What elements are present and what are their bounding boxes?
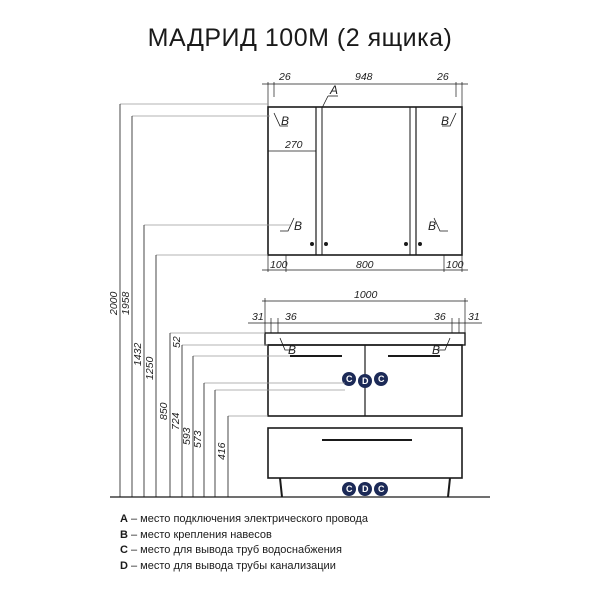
dim-mirror-width: 948 bbox=[355, 71, 373, 83]
dim-vanity-right-inner: 36 bbox=[434, 311, 446, 323]
dim-vanity-left-edge: 31 bbox=[252, 311, 264, 323]
legend-text: – место для вывода трубы канализации bbox=[127, 559, 336, 572]
page-title: МАДРИД 100М (2 ящика) bbox=[147, 24, 453, 52]
vanity-leg-right bbox=[447, 477, 451, 498]
pipe-c-label: C bbox=[378, 374, 385, 384]
dim-inner-door: 270 bbox=[284, 139, 303, 151]
pipe-c-marker bbox=[342, 482, 356, 496]
pipe-d-marker bbox=[358, 482, 372, 496]
legend-text: – место подключения электрического прово… bbox=[127, 513, 368, 525]
dim-mirror-left-margin: 26 bbox=[278, 71, 291, 83]
dim-height-850: 850 bbox=[158, 402, 170, 420]
legend-row: B – место крепления навесов bbox=[120, 528, 368, 544]
pipe-c-label: C bbox=[378, 484, 385, 494]
vanity-drawer bbox=[267, 427, 463, 479]
label-b-mirror-top-left: B bbox=[281, 114, 289, 128]
hinge-mark bbox=[310, 242, 314, 246]
pipe-d-marker bbox=[358, 374, 372, 388]
dim-vanity-width: 1000 bbox=[354, 289, 378, 301]
pipe-markers-floor bbox=[342, 482, 388, 496]
legend-text: – место крепления навесов bbox=[127, 528, 272, 541]
label-b-mirror-bottom-right: B bbox=[428, 219, 436, 233]
pipe-markers-upper bbox=[342, 372, 388, 388]
dim-mirror-bottom-right: 100 bbox=[446, 259, 464, 271]
dim-height-1250: 1250 bbox=[144, 356, 156, 380]
dim-height-2000: 2000 bbox=[108, 291, 120, 316]
hinge-mark bbox=[418, 242, 422, 246]
pipe-c-marker bbox=[374, 372, 388, 386]
pipe-c-marker bbox=[342, 372, 356, 386]
vanity-top-dimension bbox=[248, 298, 482, 333]
dim-height-1432: 1432 bbox=[132, 342, 144, 366]
legend-row: C – место для вывода труб водоснабжения bbox=[120, 543, 368, 559]
mirror-cabinet-outline bbox=[267, 106, 463, 256]
dim-height-52: 52 bbox=[171, 336, 183, 348]
b-markers-mirror bbox=[273, 112, 457, 232]
pipe-c-marker bbox=[374, 482, 388, 496]
legend-key: B bbox=[120, 528, 128, 541]
pipe-c-label: C bbox=[346, 374, 353, 384]
legend-key: C bbox=[120, 544, 128, 556]
pipe-d-label: D bbox=[362, 484, 369, 494]
legend-text: – место для вывода труб водоснабжения bbox=[127, 544, 342, 556]
legend-key: A bbox=[120, 513, 128, 525]
dim-mirror-bottom-mid: 800 bbox=[356, 259, 374, 271]
label-a: A bbox=[329, 83, 338, 97]
pipe-c-label: C bbox=[346, 484, 353, 494]
mirror-bottom-dimension bbox=[262, 255, 468, 272]
label-b-mirror-top-right: B bbox=[441, 114, 449, 128]
dim-height-593: 593 bbox=[181, 427, 193, 445]
dim-height-573: 573 bbox=[192, 430, 204, 448]
label-b-mirror-bottom-left: B bbox=[294, 219, 302, 233]
label-b-vanity-right: B bbox=[432, 343, 440, 357]
dim-height-416: 416 bbox=[216, 442, 228, 460]
legend: A – место подключения электрического про… bbox=[120, 512, 368, 574]
dim-vanity-right-edge: 31 bbox=[468, 311, 480, 323]
hinge-mark bbox=[324, 242, 328, 246]
vanity-body bbox=[264, 332, 466, 498]
label-b-vanity-left: B bbox=[288, 343, 296, 357]
dim-height-724: 724 bbox=[170, 412, 182, 430]
b-markers-vanity bbox=[279, 337, 451, 351]
pipe-d-label: D bbox=[362, 376, 369, 386]
dim-height-1958: 1958 bbox=[120, 291, 132, 315]
dim-mirror-right-margin: 26 bbox=[436, 71, 449, 83]
pointer-a bbox=[321, 95, 338, 109]
mirror-top-dimension bbox=[262, 82, 468, 107]
legend-row: A – место подключения электрического про… bbox=[120, 512, 368, 528]
dim-vanity-left-inner: 36 bbox=[285, 311, 297, 323]
vanity-leg-left bbox=[279, 477, 283, 498]
hinge-mark bbox=[404, 242, 408, 246]
legend-row: D – место для вывода трубы канализации bbox=[120, 559, 368, 575]
height-extension-lines bbox=[120, 103, 345, 417]
legend-key: D bbox=[120, 559, 128, 572]
dim-mirror-bottom-left: 100 bbox=[270, 259, 288, 271]
height-dimension-lines bbox=[119, 104, 229, 497]
mirror-cabinet bbox=[267, 106, 463, 256]
